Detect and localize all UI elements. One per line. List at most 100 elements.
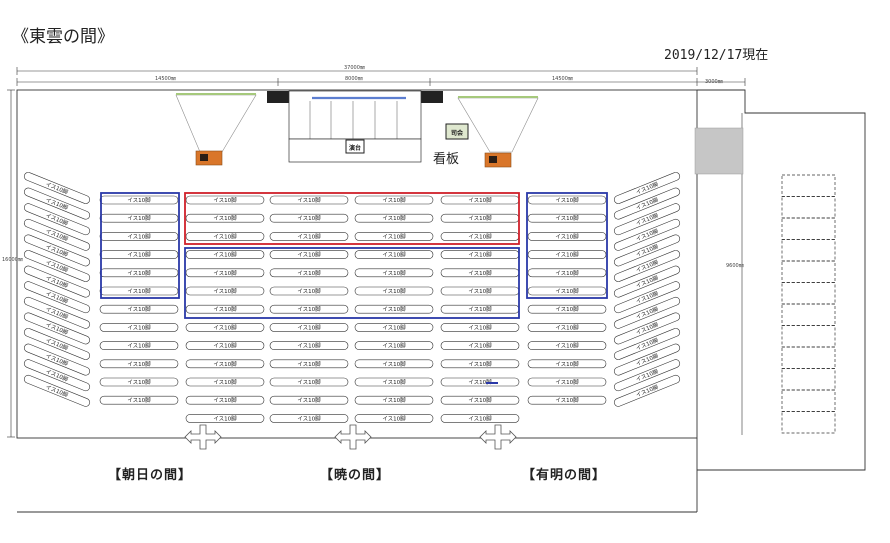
chair-row-center: イス10脚: [440, 195, 520, 205]
chair-label: イス10脚: [555, 342, 579, 350]
blue-group-center: [184, 247, 520, 319]
chair-label: イス10脚: [382, 269, 406, 277]
chair-row-center: イス10脚: [354, 341, 434, 350]
chair-row-left: イス10脚: [99, 286, 179, 296]
chair-label: イス10脚: [382, 214, 406, 222]
mc-label: 司会: [451, 130, 464, 137]
stacked-table: [781, 325, 836, 348]
chair-label: イス10脚: [382, 360, 406, 368]
chair-row-center: イス10脚: [440, 304, 520, 314]
room-ariake: 【有明の間】: [522, 468, 607, 483]
chair-row-center: イス10脚: [185, 414, 265, 423]
chair-label: イス10脚: [213, 323, 237, 331]
chair-row-center: イス10脚: [185, 304, 265, 314]
chair-label: イス10脚: [555, 232, 579, 240]
chair-row-center: イス10脚: [185, 341, 265, 350]
page-title: 《東雲の間》: [12, 27, 114, 47]
chair-label: イス10脚: [127, 342, 151, 350]
blue-group-right: [526, 192, 608, 299]
chair-label: イス10脚: [297, 214, 321, 222]
chair-label: イス10脚: [297, 323, 321, 331]
chair-row-right: イス10脚: [527, 250, 607, 259]
chair-label: イス10脚: [555, 396, 579, 404]
chair-label: イス10脚: [213, 360, 237, 368]
chair-row-center: イス10脚: [185, 359, 265, 369]
dim-center: 8000㎜: [345, 76, 363, 82]
chair-row-center: イス10脚: [185, 213, 265, 223]
chair-row-center: イス10脚: [185, 195, 265, 205]
chair-label: イス10脚: [555, 360, 579, 368]
chair-label: イス10脚: [468, 414, 492, 422]
chair-label: イス10脚: [468, 287, 492, 295]
chair-row-right: イス10脚: [527, 286, 607, 296]
entrance-arrow: [184, 424, 222, 450]
red-group: [184, 192, 520, 245]
chair-row-center: イス10脚: [269, 414, 349, 423]
chair-label: イス10脚: [297, 342, 321, 350]
chair-row-right: イス10脚: [527, 395, 607, 405]
chair-rows: イス10脚イス10脚イス10脚イス10脚イス10脚イス10脚イス10脚イス10脚…: [23, 172, 681, 423]
chair-row-left: イス10脚: [99, 195, 179, 205]
chair-label: イス10脚: [382, 287, 406, 295]
chair-row-center: イス10脚: [440, 286, 520, 296]
chair-row-center: イス10脚: [440, 341, 520, 350]
chair-label: イス10脚: [297, 287, 321, 295]
chair-row-center: イス10脚: [269, 213, 349, 223]
mc-podium: [445, 123, 469, 140]
chair-label: イス10脚: [382, 342, 406, 350]
chair-row-left: イス10脚: [99, 341, 179, 350]
blue-group-left: [100, 192, 180, 299]
lectern: [345, 139, 365, 154]
signboard-label: 看板: [433, 152, 460, 167]
chair-row-left: イス10脚: [99, 377, 179, 387]
chair-label: イス10脚: [213, 287, 237, 295]
chair-row-right: イス10脚: [527, 195, 607, 205]
chair-label: イス10脚: [555, 251, 579, 259]
chair-row-center: イス10脚: [185, 395, 265, 405]
chair-row-center: イス10脚: [440, 414, 520, 423]
chair-row-center: イス10脚: [354, 232, 434, 241]
chair-row-center: イス10脚: [185, 377, 265, 387]
lectern-label: 演台: [349, 145, 362, 152]
speaker-left: [267, 91, 289, 103]
chair-row-center: イス10脚: [185, 268, 265, 278]
dim-total: 37000㎜: [344, 65, 365, 71]
chair-label: イス10脚: [382, 323, 406, 331]
chair-row-left: イス10脚: [99, 395, 179, 405]
chair-row-right: イス10脚: [527, 323, 607, 332]
chair-label: イス10脚: [297, 196, 321, 204]
chair-label: イス10脚: [213, 196, 237, 204]
chair-label: イス10脚: [127, 360, 151, 368]
stacked-table: [781, 411, 836, 434]
stacked-table: [781, 260, 836, 283]
chair-label: イス10脚: [555, 323, 579, 331]
chair-row-left: イス10脚: [99, 232, 179, 241]
chair-row-center: イス10脚: [269, 286, 349, 296]
chair-row-center: イス10脚: [354, 323, 434, 332]
chair-label: イス10脚: [297, 396, 321, 404]
chair-label: イス10脚: [127, 323, 151, 331]
chair-label: イス10脚: [382, 305, 406, 313]
chair-label: イス10脚: [297, 232, 321, 240]
date-label: 2019/12/17現在: [664, 48, 769, 63]
chair-label: イス10脚: [468, 305, 492, 313]
dim-left: 14500㎜: [155, 76, 176, 82]
chair-label: イス10脚: [382, 196, 406, 204]
chair-label: イス10脚: [468, 214, 492, 222]
chair-label: イス10脚: [127, 214, 151, 222]
chair-row-center: イス10脚: [269, 304, 349, 314]
chair-label: イス10脚: [213, 305, 237, 313]
chair-label: イス10脚: [213, 251, 237, 259]
stacked-table: [781, 282, 836, 305]
chair-label: イス10脚: [213, 396, 237, 404]
chair-label: イス10脚: [127, 378, 151, 386]
chair-label: イス10脚: [213, 342, 237, 350]
chair-row-center: イス10脚: [440, 250, 520, 259]
stacked-table: [781, 368, 836, 391]
chair-label: イス10脚: [127, 196, 151, 204]
chair-row-center: イス10脚: [269, 359, 349, 369]
chair-label: イス10脚: [297, 305, 321, 313]
chair-row-right: イス10脚: [527, 377, 607, 387]
chair-label: イス10脚: [382, 251, 406, 259]
